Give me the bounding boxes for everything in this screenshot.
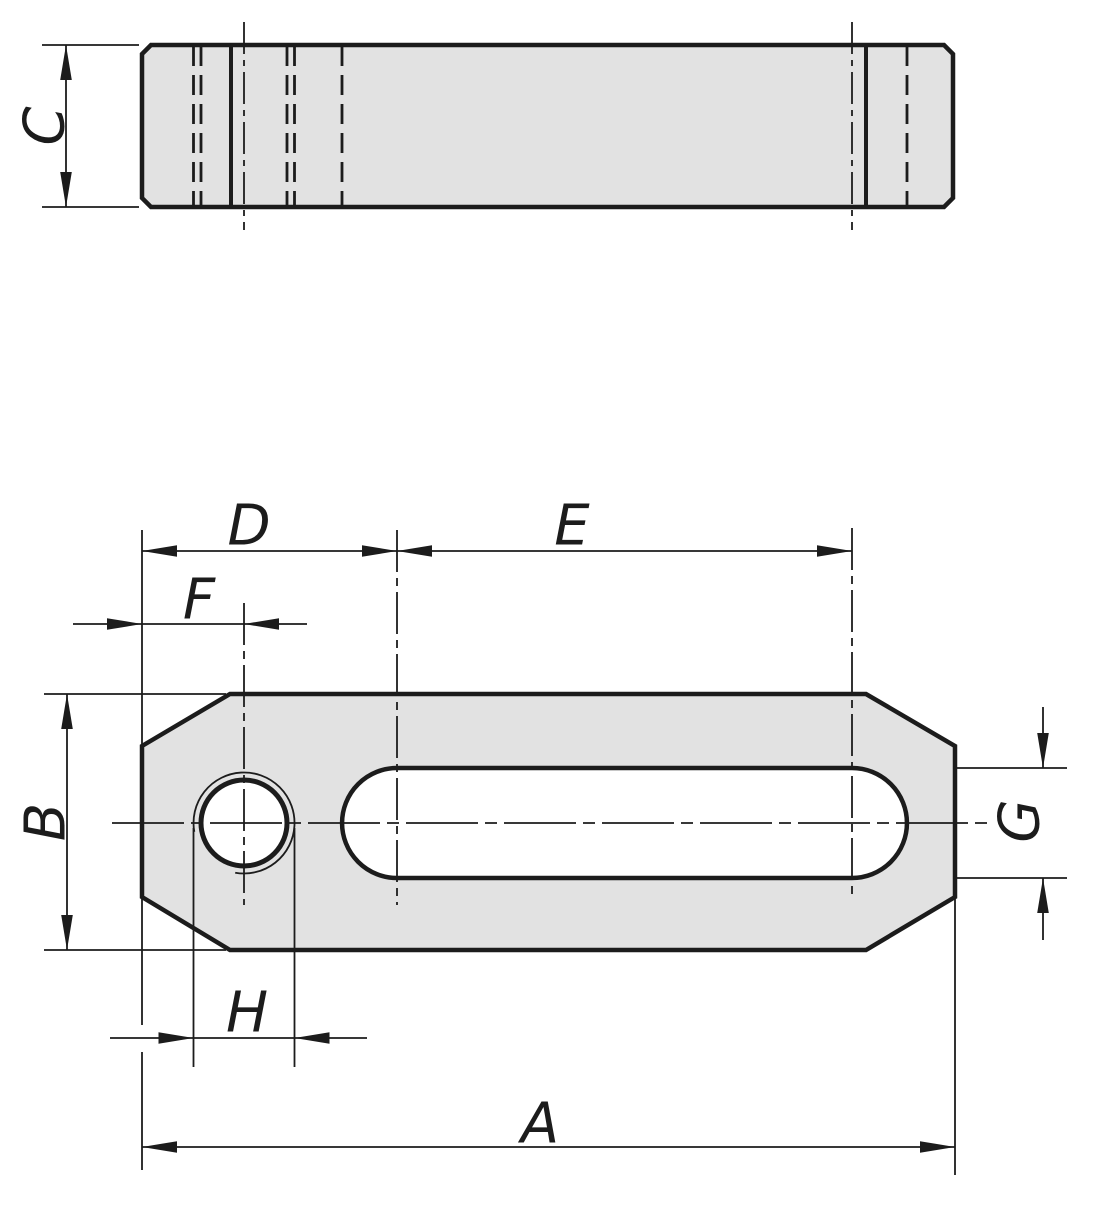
- dim-F: F: [73, 568, 307, 633]
- plan-view: [112, 528, 987, 953]
- dim-E-label: E: [554, 494, 590, 559]
- side-view-outline: [139, 42, 956, 210]
- extension-lines: [44, 530, 1067, 1175]
- dim-F-arrow-left: [107, 618, 142, 630]
- dim-D-label: D: [227, 494, 270, 559]
- dim-F-arrow-right: [244, 618, 279, 630]
- side-view: [139, 22, 956, 230]
- dim-H-arrow-left: [158, 1032, 194, 1044]
- dim-B-label: B: [14, 803, 79, 841]
- dim-H-arrow-right: [294, 1032, 330, 1044]
- dim-B: B: [14, 694, 79, 950]
- dim-C-arrow-bottom: [60, 172, 72, 207]
- dim-A-arrow-left: [142, 1141, 177, 1153]
- dim-E-arrow-left: [397, 545, 432, 557]
- dim-A: A: [142, 1092, 955, 1157]
- dim-F-label: F: [183, 568, 216, 633]
- dim-D-arrow-right: [362, 545, 397, 557]
- dim-G: G: [988, 707, 1053, 940]
- dim-D: D: [142, 494, 397, 559]
- dim-C-arrow-top: [60, 45, 72, 80]
- dim-C-label: C: [13, 106, 78, 145]
- dim-E: E: [397, 494, 852, 559]
- dim-C: C: [13, 44, 139, 208]
- dim-A-label: A: [518, 1092, 559, 1157]
- thread-arc: [192, 771, 296, 875]
- dim-E-arrow-right: [817, 545, 852, 557]
- dim-B-arrow-bottom: [61, 915, 73, 950]
- dim-A-arrow-right: [920, 1141, 955, 1153]
- dim-B-arrow-top: [61, 694, 73, 729]
- dim-D-arrow-left: [142, 545, 177, 557]
- dim-G-arrow-top: [1037, 733, 1049, 768]
- dim-H-label: H: [226, 981, 268, 1046]
- dim-H: H: [110, 981, 367, 1046]
- dim-G-label: G: [988, 799, 1053, 842]
- dim-G-arrow-bottom: [1037, 878, 1049, 913]
